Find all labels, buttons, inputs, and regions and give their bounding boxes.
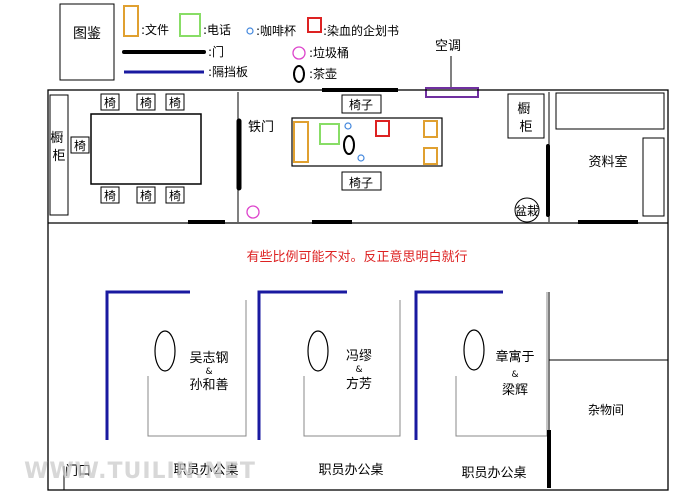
- left-cabinet: [49, 94, 69, 216]
- cubicle-2: 冯缪 & 方芳: [257, 290, 401, 440]
- cubicle-2-desk-outline: [303, 300, 401, 437]
- coffee-cup-icon-desk-2: [357, 154, 365, 162]
- chair-bottom-2: [136, 186, 156, 204]
- cubicle-1-amp: &: [205, 367, 212, 377]
- cubicle-1-partition: [105, 290, 190, 440]
- iron-door-label: 铁门: [248, 120, 274, 135]
- meeting-chairs: 椅 椅 椅 椅 椅 椅 椅: [70, 93, 185, 204]
- potted-plant-label: 盆栽: [515, 204, 539, 218]
- legend-file-label: :文件: [141, 22, 169, 37]
- teapot-icon: [293, 65, 305, 83]
- phone-icon-desk: [319, 123, 340, 145]
- cubicle-3-partition: [414, 290, 503, 440]
- desk-label-1: 职员办公桌: [173, 463, 238, 478]
- storage-room-label: 杂物间: [588, 403, 624, 417]
- center-desk: [291, 117, 443, 167]
- cubicle-1-desk-outline: [147, 300, 247, 437]
- cubicle-2-name2: 方芳: [346, 376, 372, 392]
- chair-top-3-label: 椅: [169, 96, 181, 110]
- phone-icon: [179, 13, 201, 37]
- legend-door-label: :门: [208, 44, 224, 59]
- cubicle-2-amp: &: [355, 365, 362, 375]
- legend-plan-book-label: :染血的企划书: [323, 23, 399, 38]
- legend-trash-label: :垃圾桶: [309, 45, 349, 60]
- data-room-shelf-top: [555, 92, 665, 130]
- left-cabinet-char1: 橱: [50, 131, 63, 146]
- cubicle-3-chair: [463, 329, 485, 371]
- desk-label-2: 职员办公桌: [318, 463, 383, 478]
- cubicle-3-amp: &: [511, 370, 518, 380]
- legend-coffee-label: :咖啡杯: [256, 23, 296, 38]
- plan-book-icon-desk: [375, 120, 390, 137]
- watermark: WWW.TUILIN.NET: [24, 459, 256, 484]
- left-cabinet-label: 橱 柜: [50, 131, 67, 164]
- aircon-unit: [425, 87, 479, 98]
- chair-bottom-box: [341, 171, 382, 191]
- file-icon-desk-right-1: [423, 120, 438, 138]
- cubicle-2-partition: [257, 290, 347, 440]
- center-office: 椅子 椅子: [291, 94, 443, 224]
- chair-top-label: 椅子: [349, 98, 373, 112]
- trash-can-icon: [292, 46, 306, 60]
- cubicle-3-name1: 章寓于: [495, 349, 534, 365]
- plan-book-icon: [307, 17, 322, 33]
- chair-left: [70, 136, 90, 154]
- coffee-cup-icon-desk-1: [344, 122, 352, 130]
- file-icon-desk-right-2: [423, 147, 438, 165]
- chair-top-box: [341, 94, 382, 114]
- cubicle-3-name2: 梁辉: [502, 383, 528, 398]
- chair-top-2: [136, 93, 156, 111]
- legend-phone-label: :电话: [203, 23, 231, 37]
- chair-left-label: 椅: [74, 139, 86, 153]
- file-icon: [123, 5, 139, 37]
- legend-box: [59, 3, 115, 81]
- cubicle-3: 章寓于 & 梁辉: [414, 290, 548, 440]
- right-cabinet-label: 橱 柜: [517, 102, 534, 135]
- right-cabinet-char2: 柜: [519, 120, 532, 135]
- aircon-label: 空调: [435, 39, 461, 54]
- coffee-cup-icon: [246, 27, 254, 35]
- building-outline: [47, 89, 669, 491]
- chair-top-1: [100, 93, 120, 111]
- chair-bottom-2-label: 椅: [140, 189, 152, 203]
- meeting-room: 橱 柜 椅 椅 椅 椅 椅 椅 椅: [49, 93, 225, 224]
- chair-bottom-1: [100, 186, 120, 204]
- right-cabinet: [507, 93, 545, 139]
- data-room-label: 资料室: [588, 154, 627, 170]
- trash-can: [246, 205, 260, 219]
- data-room-shelf-right: [642, 137, 665, 217]
- desk-label-3: 职员办公桌: [461, 466, 526, 481]
- left-cabinet-char2: 柜: [52, 149, 65, 164]
- scale-note: 有些比例可能不对。反正意思明白就行: [246, 249, 467, 265]
- potted-plant: [514, 197, 540, 223]
- chair-bottom-3: [165, 186, 185, 204]
- chair-bottom-1-label: 椅: [104, 189, 116, 203]
- legend-title: 图鉴: [73, 26, 101, 42]
- file-icon-desk-left: [293, 121, 309, 163]
- legend-teapot-label: :茶壶: [309, 66, 337, 81]
- chair-bottom-label: 椅子: [349, 176, 373, 190]
- right-cabinet-char1: 橱: [517, 102, 530, 117]
- cubicle-1-chair: [154, 330, 176, 372]
- cubicle-1: 吴志钢 & 孙和善: [105, 290, 247, 440]
- chair-bottom-3-label: 椅: [169, 189, 181, 203]
- teapot-icon-desk: [343, 135, 355, 155]
- legend: 图鉴 :文件 :电话 :咖啡杯 :染血的企划书 :门 :垃圾桶 :隔挡板 :茶壶: [59, 3, 399, 83]
- entrance-label: 门口: [65, 464, 91, 479]
- cubicle-2-name1: 冯缪: [346, 348, 372, 364]
- cubicle-1-name2: 孙和善: [189, 377, 228, 393]
- legend-partition-label: :隔挡板: [208, 65, 248, 79]
- chair-top-2-label: 椅: [140, 96, 152, 110]
- chair-top-3: [165, 93, 185, 111]
- cubicle-1-name1: 吴志钢: [189, 351, 228, 366]
- cubicle-3-desk-outline: [455, 292, 548, 437]
- chair-top-1-label: 椅: [104, 96, 116, 110]
- cubicle-2-chair: [307, 330, 329, 372]
- meeting-table: [90, 113, 202, 185]
